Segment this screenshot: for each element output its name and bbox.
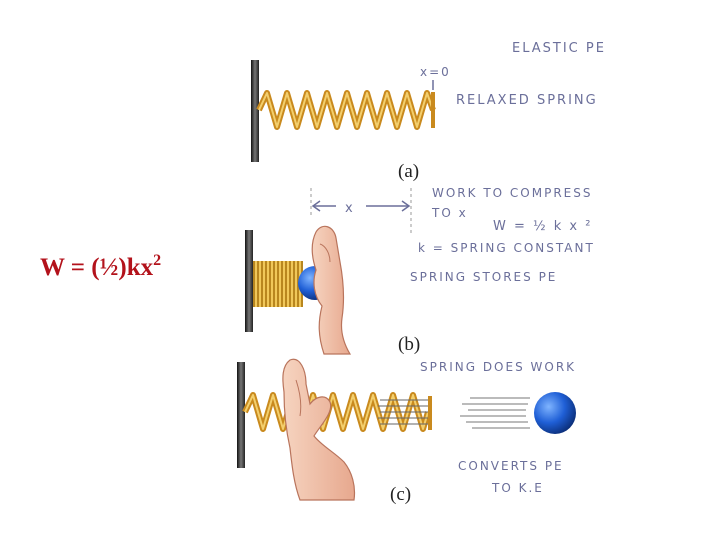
- hand-crease: [319, 243, 331, 263]
- ball-c: [534, 392, 576, 434]
- spring-constant-note: k = SPRING CONSTANT: [418, 241, 595, 255]
- arrowhead-right: [401, 200, 411, 212]
- panel-b: x WORK TO COMPRESS TO x W = ½ k x ² k = …: [245, 186, 595, 355]
- spring-end-a: [431, 92, 435, 128]
- compressed-spring: [253, 261, 303, 307]
- releasing-hand: [282, 358, 356, 501]
- distance-label: x: [345, 201, 355, 216]
- wall-c: [237, 362, 245, 468]
- arrowhead-left: [311, 200, 321, 212]
- motion-lines-ball: [460, 397, 530, 429]
- caption-b: (b): [398, 334, 420, 355]
- formula-exponent: 2: [153, 252, 162, 269]
- wall-a: [251, 60, 259, 162]
- work-compress-line1: WORK TO COMPRESS: [432, 186, 593, 200]
- converts-pe-line1: CONVERTS PE: [458, 459, 564, 473]
- converts-pe-line2: TO K.E: [491, 481, 544, 495]
- panel-a: x=0 ELASTIC PE RELAXED SPRING (a): [251, 41, 606, 182]
- expanding-spring-highlight: [244, 394, 429, 430]
- work-compress-line2: TO x: [431, 206, 468, 220]
- panel-c: SPRING DOES WORK CONVERTS PE TO K.E (c): [237, 358, 576, 505]
- relaxed-spring-note: RELAXED SPRING: [456, 93, 598, 108]
- spring-does-work-note: SPRING DOES WORK: [420, 360, 576, 374]
- relaxed-spring-highlight: [258, 92, 434, 128]
- formula-text: W = (½)kx: [40, 254, 154, 281]
- caption-c: (c): [390, 484, 411, 505]
- wall-b: [245, 230, 253, 332]
- work-equation: W = ½ k x ²: [493, 219, 592, 234]
- spring-end-c: [428, 396, 432, 430]
- marker-x0: x=0: [420, 65, 451, 79]
- pushing-hand: [311, 225, 352, 355]
- spring-stores-note: SPRING STORES PE: [410, 270, 557, 284]
- motion-lines-spring: [378, 399, 432, 425]
- hand-crease-c: [295, 379, 302, 417]
- elastic-pe-title: ELASTIC PE: [512, 41, 606, 56]
- caption-a: (a): [398, 161, 419, 182]
- work-formula: W = (½)kx2: [40, 252, 161, 282]
